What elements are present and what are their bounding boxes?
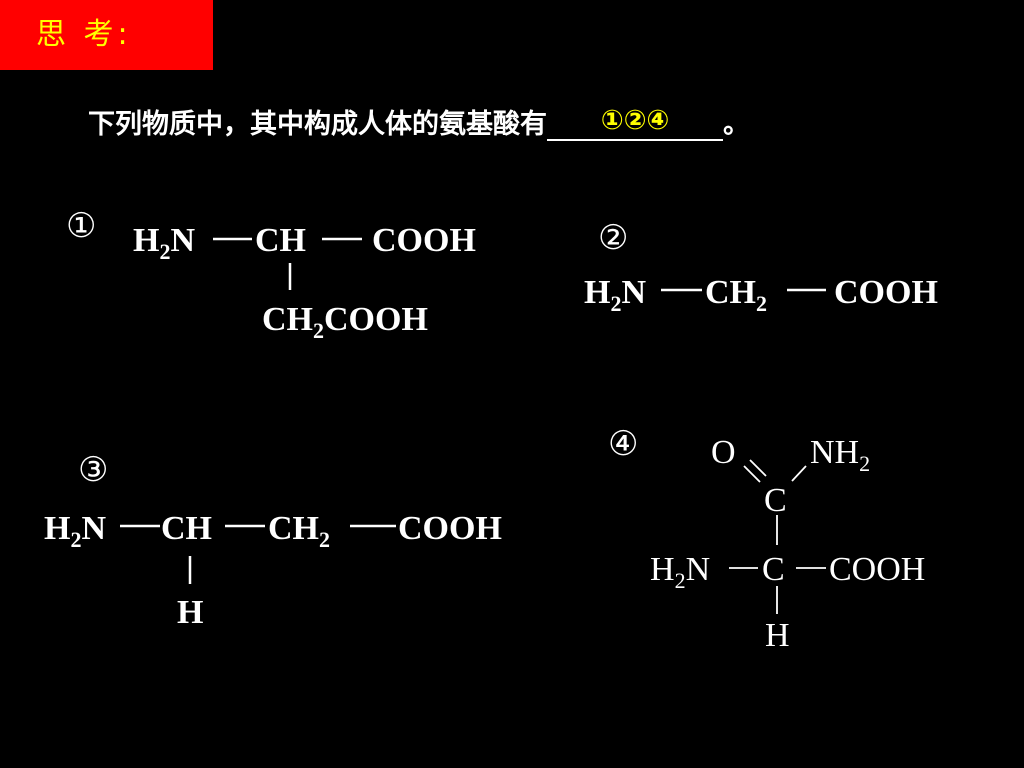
s3-h2n: H2N xyxy=(44,510,106,552)
s1-h2n: H2N xyxy=(133,222,195,264)
s4-cooh: COOH xyxy=(829,551,925,588)
label-1: ① xyxy=(66,206,97,246)
s4-c-center: C xyxy=(762,551,785,588)
s1-side-chain: CH2COOH xyxy=(262,301,428,343)
s3-h: H xyxy=(177,594,203,631)
s3-cooh: COOH xyxy=(398,510,502,547)
s2-h2n: H2N xyxy=(584,274,646,316)
s4-nh2: NH2 xyxy=(810,434,870,476)
s3-ch2: CH2 xyxy=(268,510,330,552)
question-text: 下列物质中，其中构成人体的氨基酸有 xyxy=(88,109,547,140)
label-3: ③ xyxy=(78,450,109,490)
s3-ch: CH xyxy=(161,510,212,547)
s4-h: H xyxy=(765,617,790,654)
s2-cooh: COOH xyxy=(834,274,938,311)
question-end: 。 xyxy=(723,109,750,140)
label-4: ④ xyxy=(608,424,639,464)
s4-c-top: C xyxy=(764,482,787,519)
s4-h2n: H2N xyxy=(650,551,710,593)
think-tag: 思 考: xyxy=(0,0,213,70)
s2-ch2: CH2 xyxy=(705,274,767,316)
s1-cooh: COOH xyxy=(372,222,476,259)
answer-blank: ①②④ xyxy=(547,103,723,141)
label-2: ② xyxy=(598,218,629,258)
s4-o: O xyxy=(711,434,736,471)
s1-ch: CH xyxy=(255,222,306,259)
